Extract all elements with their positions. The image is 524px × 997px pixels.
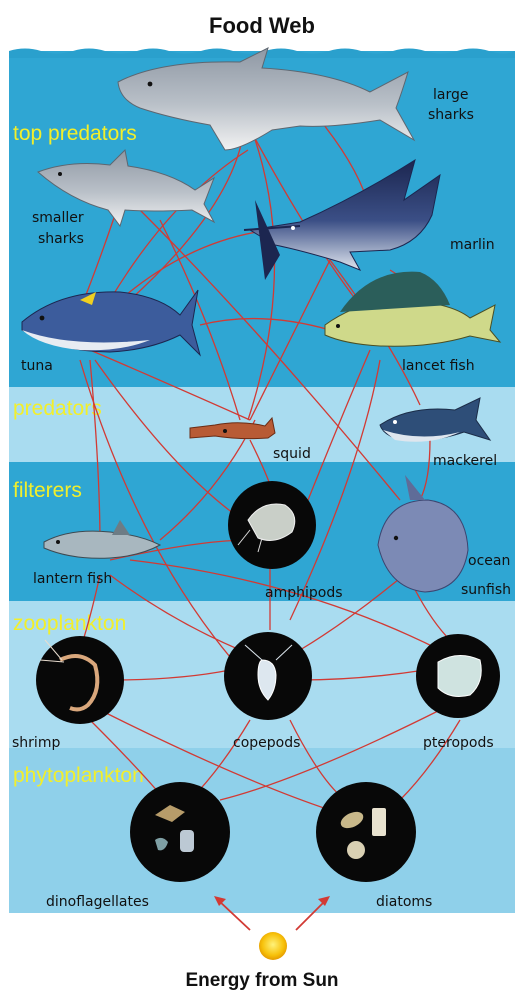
tier-label-filterers: filterers bbox=[13, 479, 82, 502]
copepods-icon bbox=[224, 632, 312, 720]
pteropods-icon bbox=[416, 634, 500, 718]
label-smaller-sharks-2: sharks bbox=[38, 231, 84, 247]
amphipods-icon bbox=[228, 481, 316, 569]
label-amphipods: amphipods bbox=[265, 585, 343, 601]
label-smaller-sharks-1: smaller bbox=[32, 210, 84, 226]
label-shrimp: shrimp bbox=[12, 735, 60, 751]
tier-label-phytoplankton: phytoplankton bbox=[13, 764, 144, 787]
label-copepods: copepods bbox=[233, 735, 300, 751]
label-large-sharks-1: large bbox=[433, 87, 468, 103]
label-ocean-sunfish-1: ocean bbox=[468, 553, 510, 569]
tier-label-top-predators: top predators bbox=[13, 122, 137, 145]
label-squid: squid bbox=[273, 446, 311, 462]
label-marlin: marlin bbox=[450, 237, 495, 253]
tier-label-predators: predators bbox=[13, 397, 102, 420]
label-diatoms: diatoms bbox=[376, 894, 432, 910]
label-large-sharks-2: sharks bbox=[428, 107, 474, 123]
sun-icon bbox=[259, 932, 287, 960]
label-tuna: tuna bbox=[21, 358, 53, 374]
tier-label-zooplankton: zooplankton bbox=[13, 612, 126, 635]
label-ocean-sunfish-2: sunfish bbox=[461, 582, 511, 598]
label-lantern-fish: lantern fish bbox=[33, 571, 112, 587]
label-mackerel: mackerel bbox=[433, 453, 497, 469]
dinoflagellates-icon bbox=[130, 782, 230, 882]
diagram-title: Food Web bbox=[209, 13, 315, 38]
label-lancet-fish: lancet fish bbox=[402, 358, 475, 374]
diatoms-icon bbox=[316, 782, 416, 882]
energy-from-sun-label: Energy from Sun bbox=[185, 970, 338, 991]
label-dinoflagellates: dinoflagellates bbox=[46, 894, 149, 910]
label-pteropods: pteropods bbox=[423, 735, 494, 751]
shrimp-icon bbox=[36, 636, 124, 724]
